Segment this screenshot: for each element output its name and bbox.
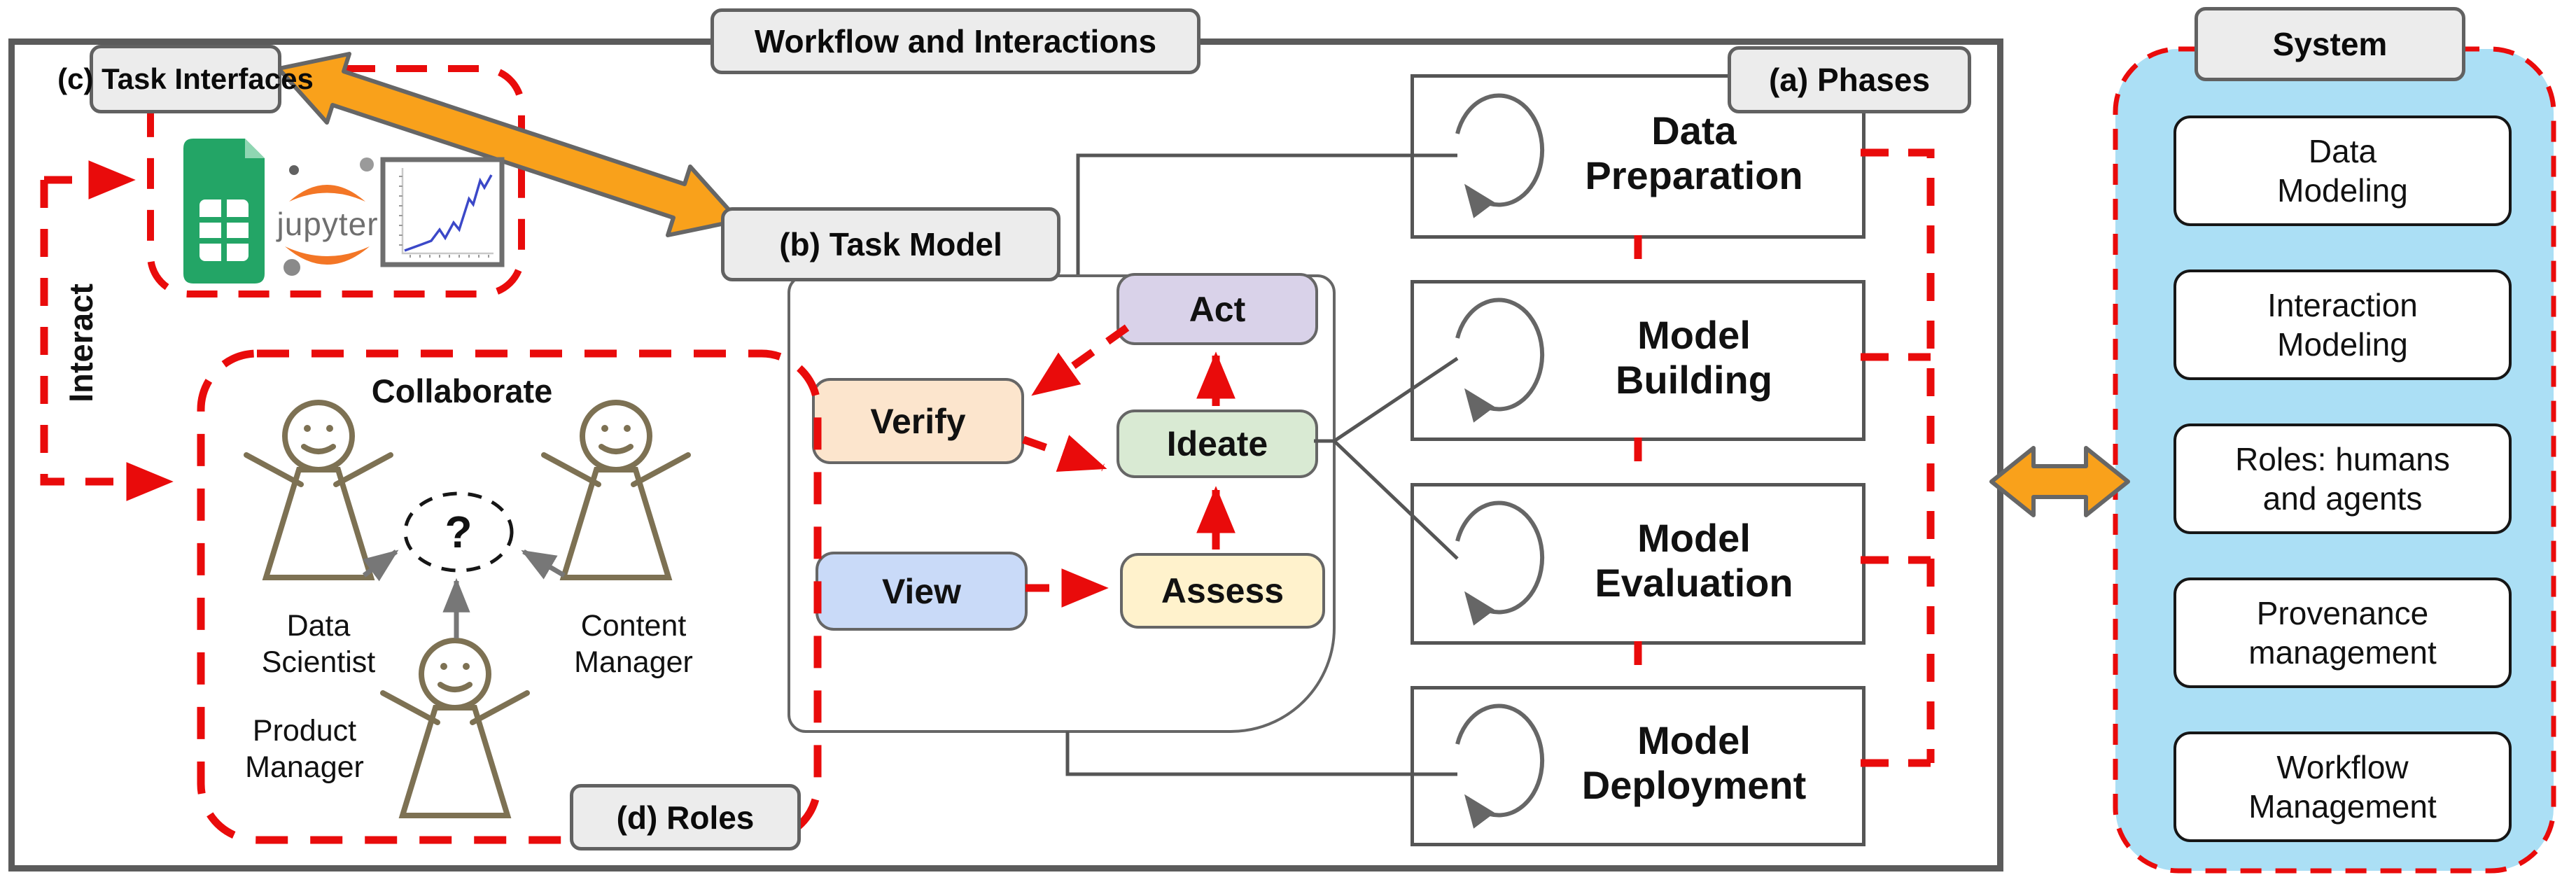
label-task-model-text: (b) Task Model [779, 226, 1002, 262]
phase-connectors [1065, 153, 1459, 776]
task-box-verify: Verify [812, 378, 1024, 464]
system-module-text: Modeling [2277, 326, 2408, 363]
diagram-title: Workflow and Interactions [710, 8, 1200, 74]
system-module-text: Modeling [2277, 172, 2408, 209]
phase-model-building: Model Building [1533, 313, 1855, 402]
task-assess-label: Assess [1161, 571, 1284, 610]
label-system: System [2194, 7, 2465, 81]
phase-data-preparation: Data Preparation [1533, 108, 1855, 198]
phase-text: Model [1637, 516, 1751, 560]
red-dashed-relations [40, 65, 1935, 844]
phase-text: Model [1637, 718, 1751, 762]
jupyter-logo-icon [284, 158, 374, 276]
label-roles: (d) Roles [570, 784, 801, 850]
role-text: Content [580, 609, 687, 643]
google-sheets-icon [183, 139, 265, 284]
collaborate-title: Collaborate [301, 370, 623, 412]
phase-text: Model [1637, 313, 1751, 357]
interact-label: Interact [59, 273, 102, 413]
system-module-text: Workflow [2276, 749, 2409, 785]
label-task-interfaces-text: (c) Task Interfaces [57, 62, 314, 95]
interact-arrow-to-collaborate [40, 180, 174, 501]
label-system-text: System [2272, 26, 2388, 62]
system-module-text: Provenance [2256, 595, 2429, 631]
connector-model-deployment [1065, 732, 1457, 776]
task-verify-label: Verify [870, 401, 966, 441]
role-text: Product [252, 714, 357, 748]
label-phases: (a) Phases [1728, 46, 1971, 113]
person-data-scientist [246, 402, 391, 578]
task-model-container [788, 274, 1336, 733]
label-roles-text: (d) Roles [616, 799, 755, 836]
collaboration-arrows [362, 549, 566, 638]
system-module-interaction-modeling: Interaction Modeling [2174, 270, 2512, 380]
arrow-act-to-verify [1031, 324, 1130, 397]
role-text: Data [286, 609, 351, 643]
task-box-assess: Assess [1120, 553, 1325, 629]
iteration-loop-icon [1455, 704, 1545, 829]
jupyter-wordmark: jupyter [276, 203, 379, 245]
phase-dashed-rail [1861, 148, 1935, 767]
double-arrow-workflow-system [1989, 446, 2130, 517]
task-act-label: Act [1189, 289, 1246, 329]
task-box-act: Act [1116, 273, 1318, 345]
system-module-text: Data [2308, 133, 2377, 169]
loop-icons [1455, 93, 1545, 829]
question-mark-text: ? [444, 507, 472, 557]
label-task-interfaces: (c) Task Interfaces [57, 45, 314, 113]
jupyter-wordmark-text: jupyter [276, 206, 379, 242]
role-product-manager: Product Manager [217, 714, 392, 784]
arrow-scientist-to-question [362, 550, 399, 582]
phase-model-deployment: Model Deployment [1533, 718, 1855, 808]
role-text: Manager [245, 750, 364, 784]
iteration-loop-icon [1455, 298, 1545, 423]
phase-model-evaluation: Model Evaluation [1533, 516, 1855, 606]
task-view-label: View [881, 571, 962, 611]
phase-text: Data [1651, 108, 1737, 153]
connector-fan-building-evaluation [1314, 356, 1459, 560]
question-mark: ? [432, 507, 485, 557]
system-module-provenance-management: Provenance management [2174, 578, 2512, 688]
phase-text: Evaluation [1595, 561, 1793, 605]
question-ellipse [403, 491, 514, 573]
collaborate-dashed-box [197, 349, 822, 844]
system-module-text: Roles: humans [2235, 441, 2450, 477]
task-box-ideate: Ideate [1116, 410, 1318, 478]
task-ideate-label: Ideate [1166, 424, 1268, 463]
line-chart-icon [380, 157, 505, 267]
label-task-model: (b) Task Model [721, 207, 1060, 281]
diagram-title-text: Workflow and Interactions [754, 23, 1157, 59]
phase-text: Deployment [1581, 763, 1807, 807]
system-module-text: Interaction [2267, 287, 2418, 323]
system-module-data-modeling: Data Modeling [2174, 115, 2512, 226]
label-phases-text: (a) Phases [1768, 62, 1931, 98]
phase-text: Building [1616, 358, 1772, 402]
arrow-content-to-question [521, 549, 566, 580]
iteration-loop-icon [1455, 500, 1545, 626]
phase-text: Preparation [1585, 153, 1803, 197]
system-module-text: and agents [2262, 480, 2423, 517]
arrow-verify-to-ideate [1022, 435, 1107, 472]
system-module-workflow-management: Workflow Management [2174, 732, 2512, 842]
system-module-text: Management [2248, 788, 2437, 825]
collaborate-title-text: Collaborate [371, 372, 553, 410]
role-content-manager: Content Manager [546, 609, 721, 679]
system-module-text: management [2248, 634, 2437, 671]
interact-label-text: Interact [62, 284, 99, 402]
system-module-roles-humans-agents: Roles: humans and agents [2174, 424, 2512, 534]
role-text: Scientist [261, 645, 376, 679]
task-interfaces-dashed-box [147, 65, 525, 298]
role-data-scientist: Data Scientist [231, 609, 406, 679]
iteration-loop-icon [1455, 93, 1545, 218]
connector-data-preparation [1076, 153, 1457, 274]
person-content-manager [544, 402, 688, 578]
task-box-view: View [816, 552, 1028, 631]
role-text: Manager [574, 645, 693, 679]
